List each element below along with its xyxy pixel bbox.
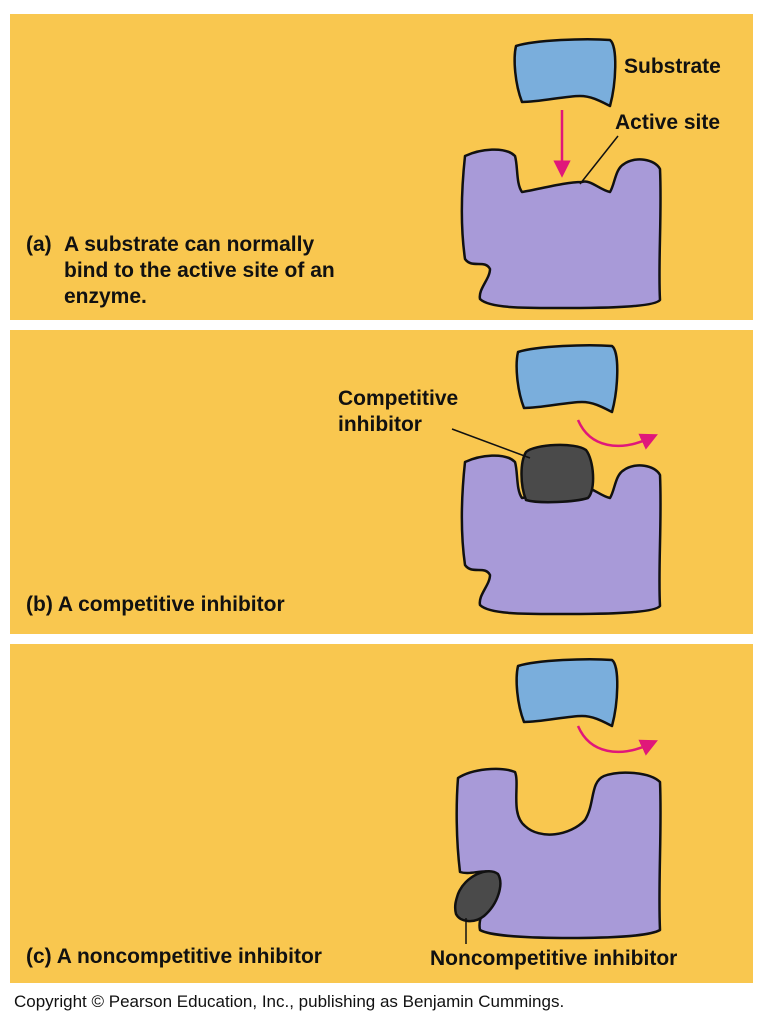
substrate-shape — [515, 344, 619, 414]
substrate-shape — [515, 658, 619, 728]
active-site-pointer — [579, 135, 619, 185]
panel-c-diagram — [453, 658, 662, 944]
inhibitor-shape — [453, 869, 502, 923]
panel-c-caption-text: A noncompetitive inhibitor — [56, 945, 322, 968]
competitive-inhibitor-label-line-2: inhibitor — [338, 413, 422, 436]
panel-c-caption: (c) A noncompetitive inhibitor — [26, 944, 322, 970]
copyright-notice: Copyright © Pearson Education, Inc., pub… — [14, 992, 565, 1011]
active-site-label: Active site — [615, 111, 721, 134]
panel-a-caption: (a) A substrate can normally bind to the… — [26, 232, 426, 312]
panel-b-caption-text: A competitive inhibitor — [57, 593, 285, 616]
enzyme-shape — [460, 148, 662, 310]
magenta-arrow-icon — [576, 419, 658, 450]
panel-a-caption-line-1: A substrate can normally — [64, 233, 315, 256]
panel-b-diagram — [451, 344, 662, 616]
substrate-shape — [513, 38, 617, 108]
substrate-label: Substrate — [624, 55, 721, 78]
panel-a: Substrate Active site (a) A substrate ca… — [10, 14, 753, 320]
competitive-inhibitor-label: Competitive inhibitor — [338, 386, 458, 438]
panel-b: Competitive inhibitor (b) A competitive … — [10, 330, 753, 634]
competitive-inhibitor-pointer — [451, 428, 531, 459]
panel-b-letter: (b) — [26, 593, 53, 616]
panel-a-caption-line-3: enzyme. — [64, 285, 147, 308]
magenta-arrow-icon — [576, 725, 658, 756]
inhibitor-shape — [520, 443, 595, 504]
panel-a-diagram — [460, 38, 662, 310]
competitive-inhibitor-label-line-1: Competitive — [338, 387, 459, 410]
panel-c-letter: (c) — [26, 945, 52, 968]
panel-a-letter: (a) — [26, 233, 52, 256]
panel-c: Noncompetitive inhibitor (c) A noncompet… — [10, 644, 753, 983]
panel-a-caption-line-2: bind to the active site of an — [64, 259, 335, 282]
noncompetitive-inhibitor-label: Noncompetitive inhibitor — [430, 947, 678, 970]
panel-b-caption: (b) A competitive inhibitor — [26, 592, 285, 618]
